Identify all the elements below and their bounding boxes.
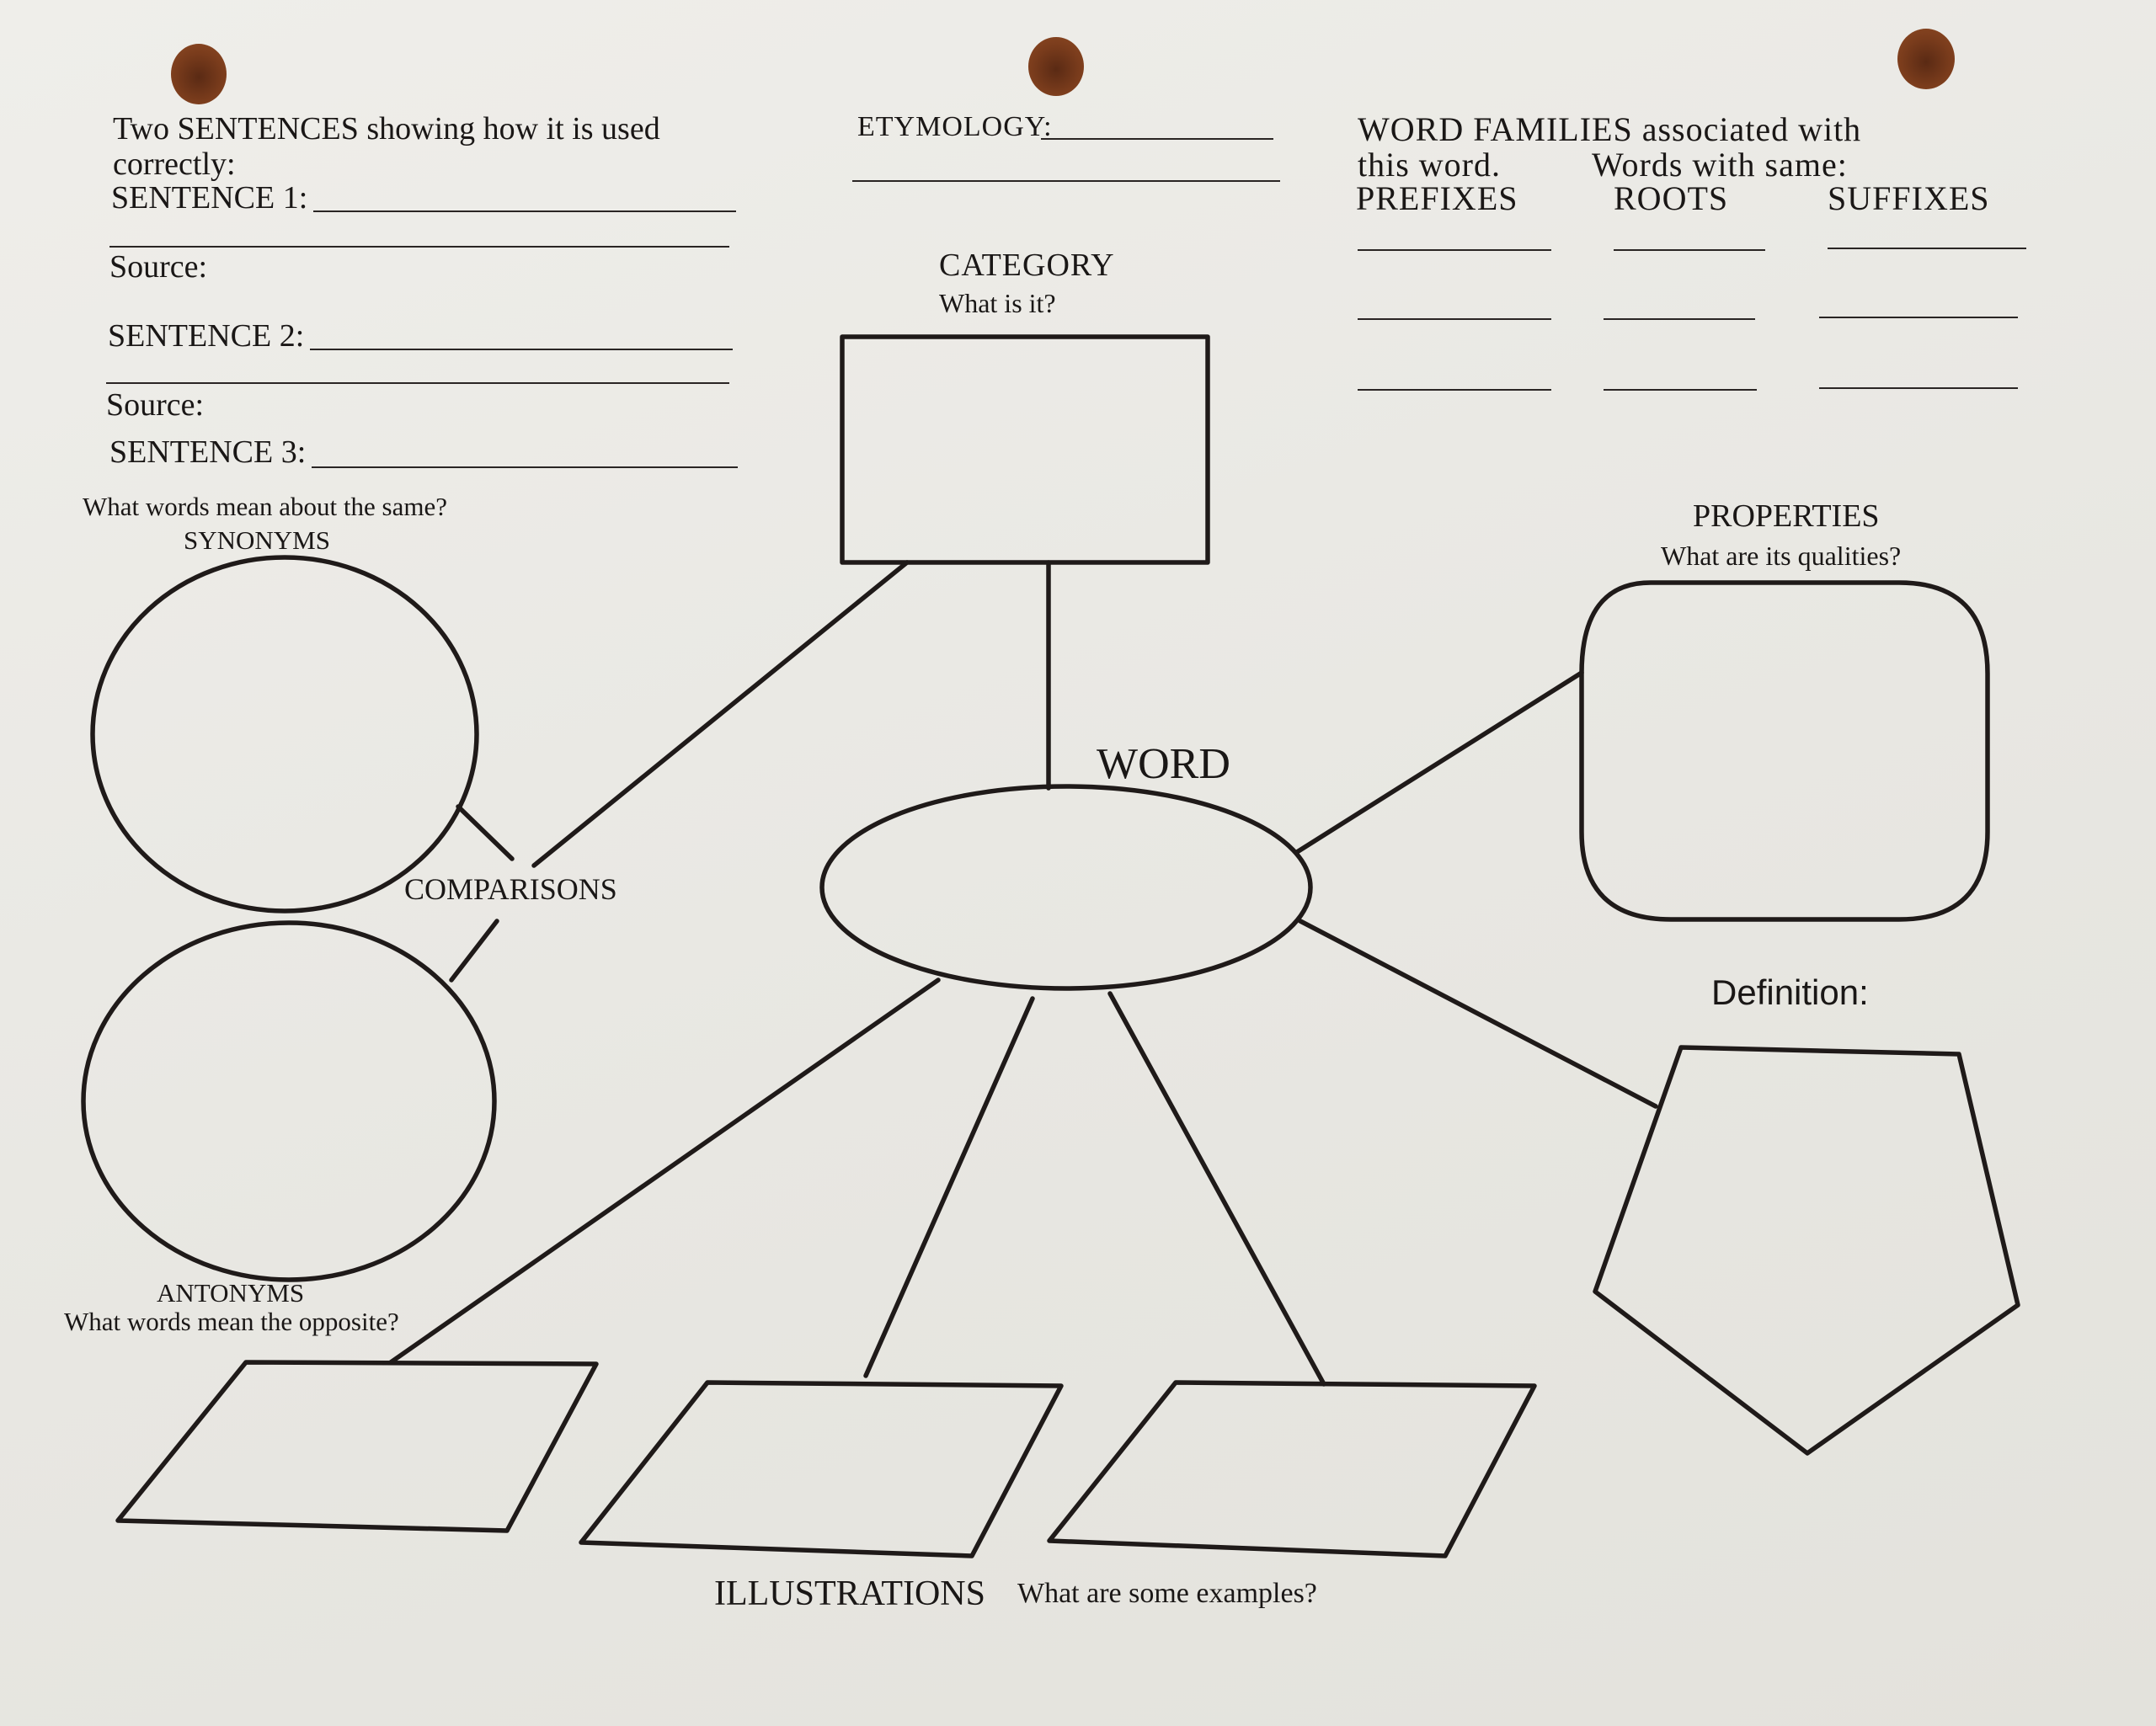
etymology-label: ETYMOLOGY:: [857, 111, 1053, 142]
sentences-heading-line2: correctly:: [113, 146, 236, 182]
prefix-line-2[interactable]: [1358, 318, 1551, 320]
source1-label: Source:: [109, 249, 208, 285]
prefixes-heading: PREFIXES: [1356, 179, 1518, 217]
suffix-line-3[interactable]: [1819, 387, 2018, 389]
roots-heading: ROOTS: [1614, 179, 1729, 217]
root-line-3[interactable]: [1604, 389, 1757, 391]
suffixes-heading: SUFFIXES: [1828, 179, 1990, 217]
properties-title: PROPERTIES: [1693, 498, 1880, 534]
etymology-continuation-line[interactable]: [852, 180, 1280, 182]
category-title: CATEGORY: [939, 248, 1115, 283]
properties-question: What are its qualities?: [1661, 541, 1902, 571]
illustration-box-3[interactable]: [1047, 1380, 1537, 1558]
suffix-line-1[interactable]: [1828, 248, 2026, 249]
connector-word-to-definition: [1298, 919, 1658, 1109]
word-families-line2a: this word.: [1358, 146, 1501, 184]
category-question: What is it?: [939, 288, 1056, 318]
sentences-heading-line1: Two SENTENCES showing how it is used: [113, 111, 660, 146]
word-families-line2b: Words with same:: [1592, 146, 1848, 184]
connector-antonyms-to-comparisons: [449, 919, 499, 983]
antonyms-circle[interactable]: [81, 920, 497, 1282]
sentence3-answer-line[interactable]: [312, 466, 738, 468]
sentence3-label: SENTENCE 3:: [109, 434, 307, 470]
suffix-line-2[interactable]: [1819, 317, 2018, 318]
connector-word-to-properties: [1294, 670, 1584, 855]
category-box[interactable]: [840, 334, 1210, 565]
illustrations-title: ILLUSTRATIONS: [714, 1574, 985, 1613]
punch-hole-center: [1028, 37, 1084, 96]
sentence2-answer-line[interactable]: [310, 349, 733, 350]
prefix-line-3[interactable]: [1358, 389, 1551, 391]
prefix-line-1[interactable]: [1358, 249, 1551, 251]
sentence1-continuation-line[interactable]: [109, 246, 729, 248]
word-title: WORD: [1097, 740, 1230, 788]
word-families-line1: WORD FAMILIES associated with: [1358, 110, 1862, 148]
illustration-box-1[interactable]: [115, 1360, 599, 1533]
punch-hole-left: [171, 44, 227, 104]
root-line-1[interactable]: [1614, 249, 1765, 251]
definition-title: Definition:: [1711, 972, 1869, 1012]
punch-hole-right: [1897, 29, 1955, 89]
sentence2-label: SENTENCE 2:: [108, 318, 305, 354]
connector-word-to-illustration-2: [863, 996, 1035, 1378]
antonyms-question: What words mean the opposite?: [64, 1307, 399, 1336]
word-oval[interactable]: [819, 784, 1313, 991]
sentence2-continuation-line[interactable]: [106, 382, 729, 384]
antonyms-title: ANTONYMS: [157, 1278, 305, 1308]
properties-box[interactable]: [1579, 580, 1990, 922]
connector-category-to-comparisons: [531, 560, 910, 868]
sentence1-label: SENTENCE 1:: [111, 180, 308, 216]
etymology-answer-line[interactable]: [1041, 138, 1273, 140]
connector-word-to-illustration-3: [1107, 991, 1326, 1387]
illustrations-question: What are some examples?: [1017, 1578, 1317, 1609]
source2-label: Source:: [106, 387, 205, 423]
illustration-box-2[interactable]: [579, 1380, 1064, 1558]
connector-synonyms-to-comparisons: [456, 804, 515, 861]
synonyms-question: What words mean about the same?: [83, 492, 447, 521]
connector-word-to-illustration-1: [388, 978, 941, 1365]
comparisons-title: COMPARISONS: [404, 872, 617, 906]
synonyms-title: SYNONYMS: [184, 525, 330, 555]
definition-pentagon[interactable]: [1593, 1045, 2020, 1456]
root-line-2[interactable]: [1604, 318, 1755, 320]
sentence1-answer-line[interactable]: [313, 210, 736, 212]
synonyms-circle[interactable]: [90, 555, 479, 914]
